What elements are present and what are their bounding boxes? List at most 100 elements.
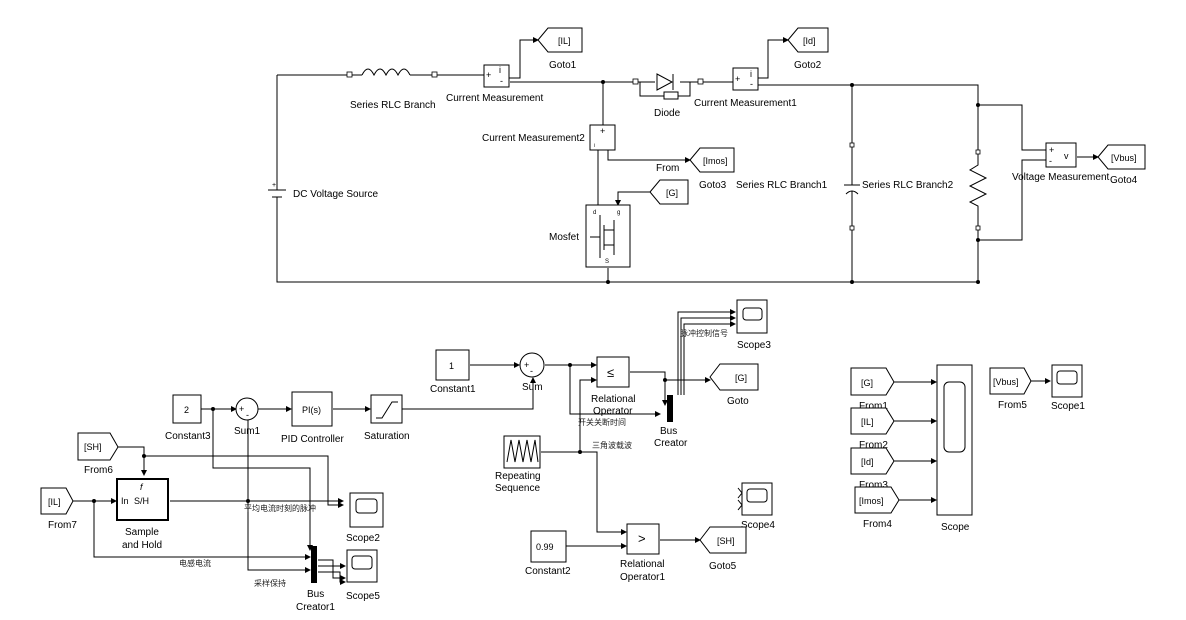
goto4-block[interactable]: [Vbus] Goto4: [1097, 144, 1146, 186]
from3-block[interactable]: [Id] From3: [850, 447, 895, 491]
relop1-label-a: Relational: [620, 559, 664, 570]
from4-block[interactable]: [Imos] From4: [854, 486, 900, 530]
from2-label: From2: [859, 440, 888, 451]
pid-controller-block[interactable]: PI(s) PID Controller: [281, 391, 344, 445]
svg-text:-: -: [246, 410, 249, 420]
from-label: From: [656, 163, 679, 174]
control-wires: [73, 309, 736, 585]
svg-text:+: +: [1049, 145, 1054, 155]
bus1-label-a: Bus: [307, 589, 324, 600]
sum-block[interactable]: + - Sum: [519, 352, 545, 393]
from1-tag: [G]: [861, 378, 873, 388]
goto5-label: Goto5: [709, 561, 737, 572]
current-measurement[interactable]: + i - Current Measurement: [446, 64, 543, 104]
dc-voltage-source[interactable]: + DC Voltage Source: [268, 182, 378, 212]
goto1-label: Goto1: [549, 60, 577, 71]
current-measurement1[interactable]: + i - Current Measurement1: [694, 67, 797, 109]
sample-and-hold-block[interactable]: f In S/H Sample and Hold: [116, 478, 169, 551]
from7-block[interactable]: [IL] From7: [40, 487, 77, 531]
from5-label: From5: [998, 400, 1027, 411]
scope4-block[interactable]: Scope4: [737, 482, 775, 531]
from-g-block[interactable]: [G] From: [649, 163, 689, 205]
pi-text: PI(s): [302, 405, 321, 415]
svg-text:+: +: [239, 404, 244, 414]
svg-text:+: +: [735, 74, 740, 84]
diode-block[interactable]: Diode: [632, 73, 704, 119]
series-rlc-branch2[interactable]: Series RLC Branch2: [862, 149, 988, 231]
goto5-block[interactable]: [SH] Goto5: [699, 526, 747, 572]
goto-tag: [G]: [735, 373, 747, 383]
voltage-measurement[interactable]: + v - Voltage Measurement: [1012, 142, 1110, 183]
from5-tag: [Vbus]: [993, 377, 1019, 387]
svg-text:+: +: [486, 70, 491, 80]
bus-creator-block[interactable]: Bus Creator: [654, 395, 688, 449]
current-measurement2[interactable]: + i Current Measurement2: [482, 124, 616, 151]
bus-creator1-block[interactable]: Bus Creator1: [296, 546, 335, 613]
power-circuit: [276, 37, 1099, 284]
series-rlc-branch[interactable]: Series RLC Branch: [346, 68, 438, 111]
scope5-block[interactable]: Scope5: [346, 549, 380, 602]
goto5-tag: [SH]: [717, 536, 735, 546]
from2-block[interactable]: [IL] From2: [850, 407, 895, 451]
goto1-block[interactable]: [IL] Goto1: [537, 27, 583, 71]
constant1-label: Constant1: [430, 384, 476, 395]
svg-text:-: -: [1049, 156, 1052, 166]
mosfet-block[interactable]: d g S Mosfet: [549, 204, 631, 268]
pulse-signal-label: 脉冲控制信号: [680, 328, 728, 338]
current-measurement1-label: Current Measurement1: [694, 98, 797, 109]
scope3-block[interactable]: Scope3: [736, 299, 771, 351]
bus-label-a: Bus: [660, 426, 677, 437]
svg-text:f: f: [140, 482, 144, 492]
constant3-label: Constant3: [165, 431, 211, 442]
sum1-block[interactable]: + - Sum1: [234, 397, 261, 437]
goto2-block[interactable]: [Id] Goto2: [787, 27, 829, 71]
constant1-value: 1: [449, 361, 454, 371]
from1-block[interactable]: [G] From1: [850, 367, 895, 412]
scope-label: Scope: [941, 522, 970, 533]
svg-text:S: S: [605, 259, 609, 265]
svg-text:d: d: [593, 210, 596, 216]
scope-wires: [894, 378, 1051, 503]
constant1-block[interactable]: 1 Constant1: [430, 349, 476, 395]
svg-text:+: +: [600, 126, 605, 136]
series-rlc-branch1[interactable]: Series RLC Branch1: [736, 142, 860, 231]
constant2-block[interactable]: 0.99 Constant2: [525, 530, 571, 577]
voltage-measurement-label: Voltage Measurement: [1012, 172, 1110, 183]
scope2-block[interactable]: Scope2: [346, 492, 384, 544]
repeat-label-b: Sequence: [495, 483, 540, 494]
scope5-label: Scope5: [346, 591, 380, 602]
sum1-label: Sum1: [234, 426, 261, 437]
switch-off-time-label: 开关关断时间: [578, 417, 626, 427]
sh-in-label: In: [121, 496, 129, 506]
from5-block[interactable]: [Vbus] From5: [989, 367, 1032, 411]
sh-label-b: and Hold: [122, 540, 162, 551]
goto3-tag: [Imos]: [703, 156, 728, 166]
pid-label: PID Controller: [281, 434, 344, 445]
svg-text:+: +: [524, 360, 529, 370]
goto-block[interactable]: [G] Goto: [709, 363, 759, 407]
sh-label-a: Sample: [125, 527, 159, 538]
svg-text:+: +: [272, 182, 276, 189]
relop1-label-b: Operator1: [620, 572, 665, 583]
scope-block[interactable]: Scope: [936, 364, 973, 533]
repeating-sequence-block[interactable]: Repeating Sequence: [495, 435, 541, 494]
scope1-block[interactable]: Scope1: [1051, 364, 1085, 412]
from6-block[interactable]: [SH] From6: [77, 432, 119, 476]
from3-tag: [Id]: [861, 457, 874, 467]
sample-hold-label: 采样保持: [254, 578, 286, 588]
from4-tag: [Imos]: [859, 496, 884, 506]
goto3-block[interactable]: [Imos] Goto3: [689, 147, 735, 191]
svg-text:i: i: [750, 69, 752, 79]
relop1-symbol: >: [638, 531, 646, 546]
saturation-label: Saturation: [364, 431, 410, 442]
svg-text:g: g: [617, 210, 620, 216]
from3-label: From3: [859, 480, 888, 491]
svg-text:v: v: [1064, 151, 1069, 161]
relational-operator-block[interactable]: ≤ Relational Operator: [591, 356, 635, 417]
relational-operator1-block[interactable]: > Relational Operator1: [620, 523, 665, 583]
constant3-block[interactable]: 2 Constant3: [165, 394, 211, 442]
goto2-label: Goto2: [794, 60, 822, 71]
current-measurement-label: Current Measurement: [446, 93, 543, 104]
saturation-block[interactable]: Saturation: [364, 394, 410, 442]
